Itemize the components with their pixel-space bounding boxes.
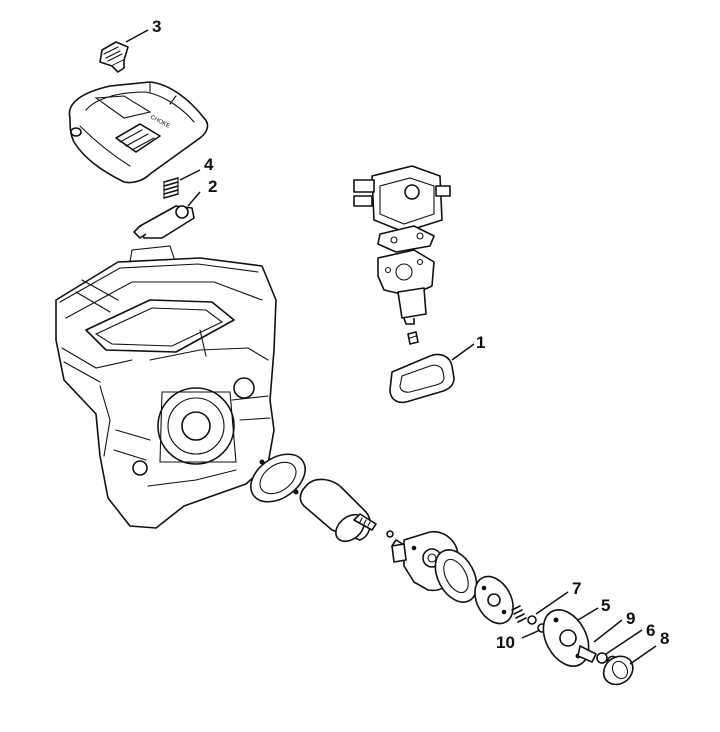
spring xyxy=(163,177,179,199)
choke-lever xyxy=(133,205,195,239)
choke-knob xyxy=(99,41,129,73)
callout-7: 7 xyxy=(572,579,581,598)
callout-5: 5 xyxy=(601,596,610,615)
filter-cylinder xyxy=(299,478,377,543)
leader-8 xyxy=(629,645,657,665)
air-filter-cover: CHOKE xyxy=(68,81,209,184)
callout-10: 10 xyxy=(496,633,515,652)
callout-6: 6 xyxy=(646,621,655,640)
leader-1 xyxy=(451,343,475,361)
callout-8: 8 xyxy=(660,629,669,648)
end-cap xyxy=(602,655,634,686)
carburetor-screw xyxy=(407,331,419,345)
pump-gasket xyxy=(250,453,306,503)
valve-spring xyxy=(511,605,527,623)
leader-6 xyxy=(605,629,643,655)
engine-housing xyxy=(55,245,277,529)
pump-diaphragm xyxy=(434,549,478,603)
callout-2: 2 xyxy=(208,177,217,196)
leader-9 xyxy=(593,619,623,643)
leader-3 xyxy=(125,29,149,43)
leader-4 xyxy=(179,169,201,181)
callout-9: 9 xyxy=(626,609,635,628)
leader-7 xyxy=(535,591,569,615)
callout-labels: 3 4 2 1 7 5 10 9 6 8 xyxy=(152,17,669,652)
valve-plate xyxy=(474,575,514,625)
leader-2 xyxy=(187,191,201,207)
callout-1: 1 xyxy=(476,333,485,352)
leader-10 xyxy=(521,629,541,639)
carburetor-assembly xyxy=(353,165,451,325)
leader-5 xyxy=(577,607,599,621)
callout-4: 4 xyxy=(204,155,214,174)
gasket xyxy=(389,353,455,404)
cover-plate xyxy=(542,609,597,667)
o-ring xyxy=(596,652,608,664)
check-ball xyxy=(527,615,537,625)
callout-3: 3 xyxy=(152,17,161,36)
leader-lines xyxy=(125,29,657,665)
